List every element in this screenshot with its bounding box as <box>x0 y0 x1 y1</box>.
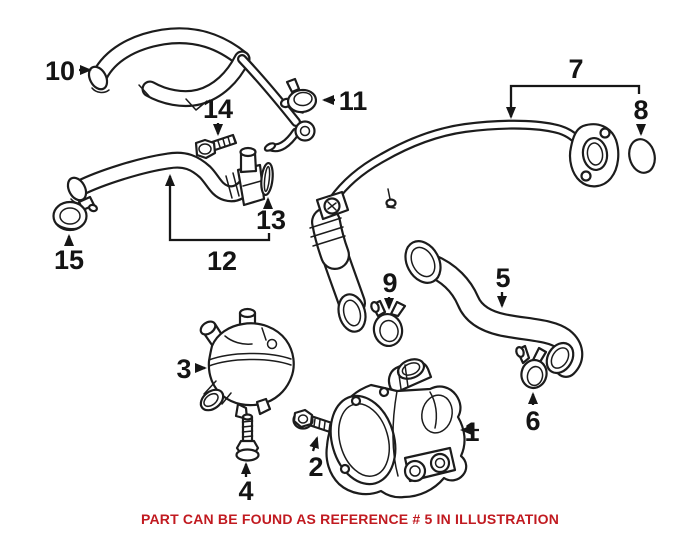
callout-10-label: 10 <box>45 56 75 86</box>
callout-1-label: 1 <box>464 417 479 447</box>
callout-14: 14 <box>203 94 233 136</box>
callout-15-label: 15 <box>54 245 84 275</box>
thermostat-3-drawing <box>199 307 295 421</box>
coolant-hose-5-drawing <box>404 240 584 378</box>
coolant-hose-12-drawing <box>66 146 266 207</box>
callout-15: 15 <box>54 234 84 275</box>
callout-4: 4 <box>238 462 254 506</box>
callout-10: 10 <box>45 56 92 86</box>
callout-5-label: 5 <box>495 263 510 293</box>
callout-3-label: 3 <box>176 354 191 384</box>
callout-8-label: 8 <box>633 95 648 125</box>
bolt-14-drawing <box>194 133 238 160</box>
bolt-4-drawing <box>235 413 260 462</box>
callout-6-label: 6 <box>525 406 540 436</box>
callout-11-label: 11 <box>339 86 368 116</box>
callout-9-label: 9 <box>382 268 397 298</box>
callout-13-label: 13 <box>256 205 286 235</box>
hose-clamp-6-drawing <box>515 344 548 390</box>
callout-8: 8 <box>633 95 649 136</box>
callout-7-label: 7 <box>568 54 583 84</box>
hose-clamp-11-drawing <box>279 77 318 114</box>
callout-11: 11 <box>322 86 368 116</box>
callout-13: 13 <box>256 197 286 235</box>
callout-2: 2 <box>308 436 324 482</box>
hose-clamp-9-drawing <box>370 299 407 348</box>
bolt-2-drawing <box>292 408 334 434</box>
callout-5: 5 <box>495 263 511 308</box>
callout-4-label: 4 <box>238 476 253 506</box>
seal-ring-8-drawing <box>628 138 656 174</box>
callout-1: 1 <box>460 417 480 447</box>
hose-clamp-15-drawing <box>52 195 98 232</box>
reference-note: PART CAN BE FOUND AS REFERENCE # 5 IN IL… <box>140 511 560 527</box>
callout-3: 3 <box>176 354 207 384</box>
callout-7: 7 <box>506 54 641 119</box>
callout-12: 12 <box>165 174 271 276</box>
callout-6: 6 <box>525 392 541 436</box>
callout-2-label: 2 <box>308 452 323 482</box>
water-pump-1-drawing <box>325 358 468 499</box>
coolant-hose-10-drawing <box>87 27 316 153</box>
callout-12-label: 12 <box>207 246 237 276</box>
o-ring-13-drawing <box>260 161 274 197</box>
coolant-pipe-7-drawing <box>309 119 620 333</box>
callout-14-label: 14 <box>203 94 233 124</box>
callout-9: 9 <box>382 268 398 310</box>
